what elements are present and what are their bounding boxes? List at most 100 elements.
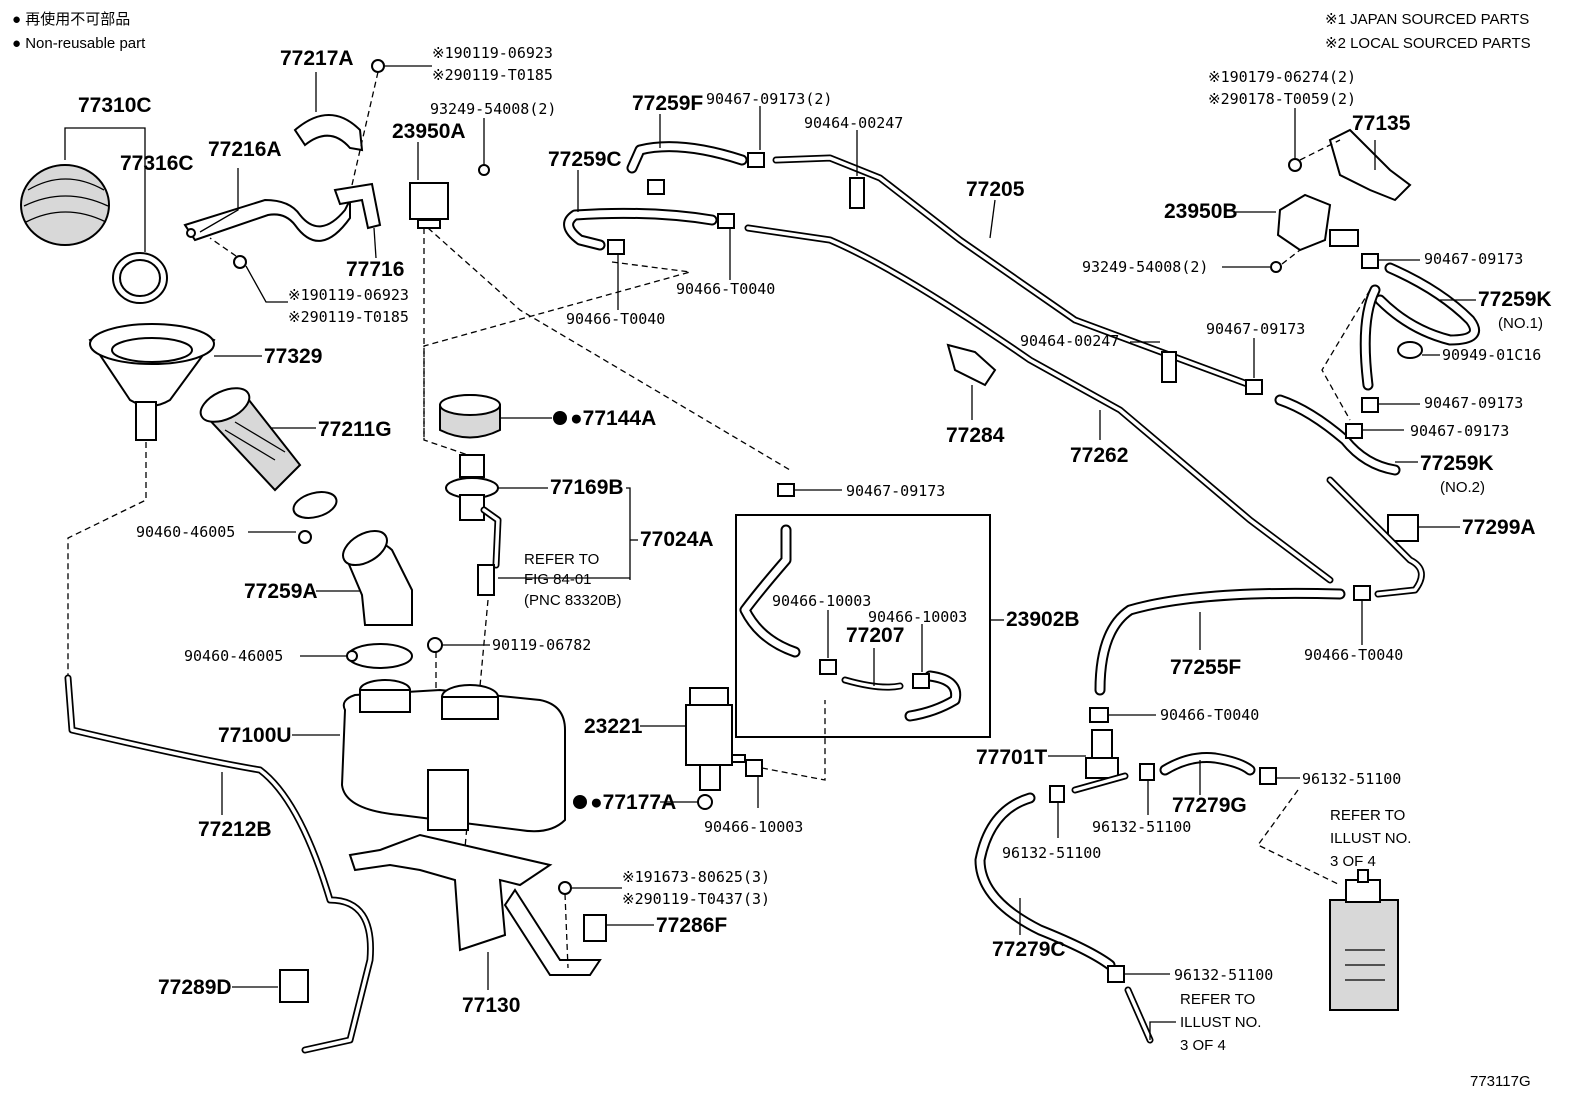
label-96132-51100-d: 96132-51100: [1174, 966, 1273, 984]
clip-90464-a: [849, 177, 865, 209]
clip-90464-b: [1161, 351, 1177, 383]
label-90466-10003-b: 90466-10003: [772, 592, 871, 610]
label-96132-51100-b: 96132-51100: [1092, 818, 1191, 836]
canister-illustration: [1329, 869, 1399, 1011]
label-93249-54008-b: 93249-54008(2): [1082, 258, 1208, 276]
leader-77310C: [64, 127, 146, 252]
vsv-23950B: [1276, 193, 1359, 252]
vsv-23950A: [409, 182, 449, 229]
bolt-190119-bottom: [233, 255, 247, 269]
label-77259F: 77259F: [632, 92, 703, 115]
bracket-77130: [348, 833, 602, 976]
label-77205: 77205: [966, 178, 1025, 201]
label-77212B: 77212B: [198, 818, 272, 841]
clamp-90466-T0040-b: [607, 239, 625, 255]
bolt-190179: [1288, 158, 1302, 172]
label-77169B: 77169B: [550, 476, 624, 499]
funnel-77329: [88, 323, 216, 441]
cap-seal-77316C: [112, 252, 168, 304]
clamp-90466-10003-a: [745, 759, 763, 777]
box-23902B: [735, 514, 991, 738]
label-77130: 77130: [462, 994, 520, 1017]
label-77100U: 77100U: [218, 724, 292, 747]
clamp-90460-b: [346, 643, 413, 669]
refer-illust-b1: REFER TO: [1180, 991, 1255, 1008]
label-90949-01C16: 90949-01C16: [1442, 346, 1541, 364]
refer-fig-2: FIG 84-01: [524, 571, 592, 588]
clamp-90466-T0040-c: [1353, 585, 1371, 601]
refer-illust-a1: REFER TO: [1330, 807, 1405, 824]
legend-jp: ● 再使用不可部品: [12, 11, 130, 28]
label-290119-T0185-top: ※290119-T0185: [432, 66, 553, 84]
bolt-93249-a: [478, 164, 490, 176]
legend-japan-sourced: ※1 JAPAN SOURCED PARTS: [1325, 11, 1529, 28]
label-90467-09173-b: 90467-09173: [1206, 320, 1305, 338]
label-90464-00247-a: 90464-00247: [804, 114, 903, 132]
refer-illust-b3: 3 OF 4: [1180, 1037, 1226, 1054]
label-96132-51100-a: 96132-51100: [1302, 770, 1401, 788]
label-90466-T0040-a: 90466-T0040: [676, 280, 775, 298]
bracket-77024A: [498, 487, 631, 580]
label-90464-00247-b: 90464-00247: [1020, 332, 1119, 350]
dash-right-hose: [1321, 289, 1371, 421]
clamp-90466-10003-b: [819, 659, 837, 675]
clamp-96132-c: [1049, 785, 1065, 803]
dash-valve: [423, 228, 469, 456]
clamp-90467-d: [1361, 397, 1379, 413]
label-77262: 77262: [1070, 444, 1128, 467]
bracket-77135: [1328, 128, 1412, 202]
valve-77169B: [445, 454, 502, 596]
label-23221: 23221: [584, 715, 643, 738]
refer-fig-3: (PNC 83320B): [524, 592, 622, 609]
tjoint-77701T: [1085, 729, 1119, 779]
label-90466-T0040-d: 90466-T0040: [1160, 706, 1259, 724]
label-290178-T0059: ※290178-T0059(2): [1208, 90, 1356, 108]
label-90467-09173-g: 90467-09173: [846, 482, 945, 500]
label-23950A: 23950A: [392, 120, 466, 143]
label-90466-T0040-c: 90466-T0040: [1304, 646, 1403, 664]
label-77259K-1: 77259K: [1478, 288, 1552, 311]
label-93249-54008-a: 93249-54008(2): [430, 100, 556, 118]
label-90466-T0040-b: 90466-T0040: [566, 310, 665, 328]
label-190179-06274: ※190179-06274(2): [1208, 68, 1356, 86]
bolt-93249-b: [1270, 261, 1282, 273]
clamp-90467-c: [1361, 253, 1379, 269]
label-77259A: 77259A: [244, 580, 318, 603]
refer-illust-a3: 3 OF 4: [1330, 853, 1376, 870]
label-77286F: 77286F: [656, 914, 727, 937]
cap-77144A: [439, 394, 501, 439]
clamp-96132-a: [1259, 767, 1277, 785]
clamp-90467-b: [1245, 379, 1263, 395]
label-77310C: 77310C: [78, 94, 152, 117]
filler-cap-77310C: [20, 164, 110, 246]
bracket-77716: [333, 182, 382, 230]
leader-77216A: [199, 168, 239, 233]
clamp-90466-T0040-d: [1089, 707, 1109, 723]
label-77299A: 77299A: [1462, 516, 1536, 539]
label-77255F: 77255F: [1170, 656, 1241, 679]
refer-fig-1: REFER TO: [524, 551, 599, 568]
label-77284: 77284: [946, 424, 1005, 447]
label-90466-10003-c: 90466-10003: [868, 608, 967, 626]
label-77217A: 77217A: [280, 47, 354, 70]
filler-neck-77211G: [199, 387, 302, 492]
dash-hose-c: [423, 261, 691, 440]
bolt-90119: [427, 637, 443, 653]
pump-23221: [685, 687, 746, 791]
label-191673-80625: ※191673-80625(3): [622, 868, 770, 886]
hose-elbow-77259A: [342, 529, 413, 626]
label-290119-T0437: ※290119-T0437(3): [622, 890, 770, 908]
label-90467-09173-d: 90467-09173: [1424, 394, 1523, 412]
label-77144A: ●77144A: [570, 407, 656, 430]
bolt-190119-top: [371, 59, 385, 73]
dash-bolt-191673: [564, 893, 569, 969]
dash-canister: [1257, 789, 1341, 886]
label-77316C: 77316C: [120, 152, 194, 175]
clip-77299A: [1387, 514, 1419, 542]
dash-bolt-190179: [1299, 139, 1341, 161]
label-no1: (NO.1): [1498, 315, 1543, 332]
label-77279C: 77279C: [992, 938, 1066, 961]
label-23950B: 23950B: [1164, 200, 1238, 223]
label-190119-06923-bottom: ※190119-06923: [288, 286, 409, 304]
dash-bolt-bottom: [209, 237, 237, 257]
